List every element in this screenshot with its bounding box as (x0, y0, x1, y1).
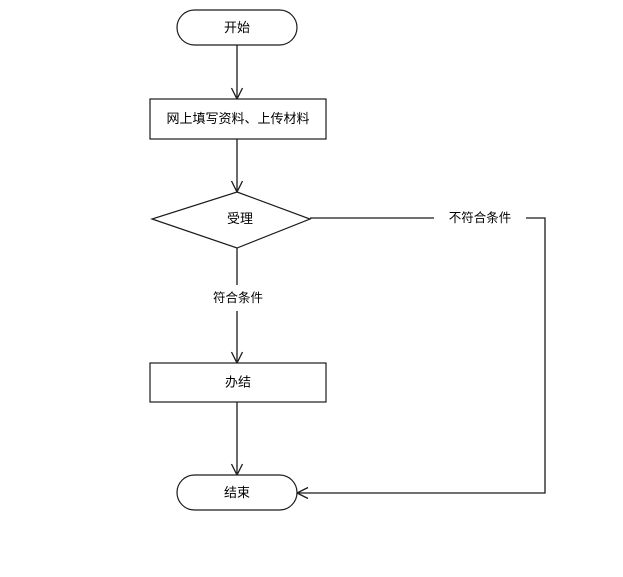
edge-start-to-submit (230, 45, 244, 101)
node-complete-label: 办结 (225, 376, 251, 391)
node-end[interactable]: 结束 (176, 474, 298, 511)
node-complete[interactable]: 办结 (149, 362, 327, 403)
node-start-label: 开始 (224, 21, 250, 36)
edge-label-not-meets-conditions: 不符合条件 (436, 206, 524, 230)
node-start[interactable]: 开始 (176, 9, 298, 46)
edge-complete-to-end (230, 402, 244, 477)
edge-label-meets-conditions-text: 符合条件 (213, 290, 263, 305)
node-end-label: 结束 (224, 486, 250, 501)
edge-accept-to-end-reject (295, 217, 546, 500)
node-submit-materials-label: 网上填写资料、上传材料 (166, 112, 309, 127)
node-accept-decision[interactable]: 受理 (150, 191, 312, 249)
node-accept-decision-label: 受理 (227, 212, 253, 227)
edge-label-not-meets-conditions-text: 不符合条件 (449, 210, 512, 225)
edge-label-meets-conditions: 符合条件 (200, 286, 276, 310)
edge-submit-to-accept (230, 139, 244, 194)
node-submit-materials[interactable]: 网上填写资料、上传材料 (149, 98, 327, 140)
